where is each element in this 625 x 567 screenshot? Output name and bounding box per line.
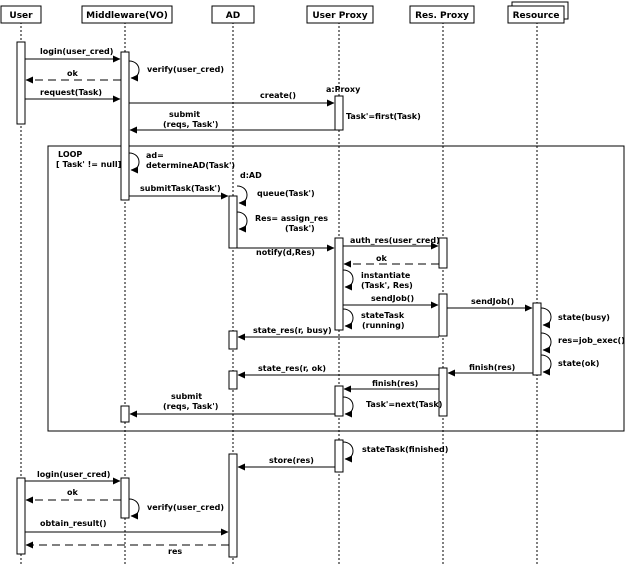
participant-resource: Resource	[507, 1, 569, 24]
label-verify-1: verify(user_cred)	[147, 65, 224, 74]
self-call-job-exec	[540, 332, 552, 354]
self-call-state-ok	[540, 354, 552, 376]
label-state-task-b: (running)	[362, 321, 405, 330]
label-send-job-1: sendJob()	[371, 294, 414, 303]
activation-user-proxy-3	[334, 385, 344, 417]
activation-res-proxy-1	[438, 237, 448, 269]
label-determine-a: ad=	[146, 151, 164, 160]
self-call-state-busy	[540, 307, 552, 329]
label-determine-b: determineAD(Task')	[146, 161, 235, 170]
activation-middleware-3	[120, 477, 130, 519]
participant-resource-label: Resource	[513, 11, 560, 21]
self-call-queue	[236, 185, 248, 207]
label-queue: queue(Task')	[257, 189, 315, 198]
participant-ad: AD	[211, 5, 255, 24]
label-ok-1: ok	[67, 69, 78, 78]
self-call-instantiate	[342, 269, 354, 291]
label-finish-1: finish(res)	[469, 363, 515, 372]
activation-ad-4	[228, 453, 238, 558]
label-state-res-busy: state_res(r, busy)	[253, 326, 332, 335]
instance-proxy-label: a:Proxy	[326, 85, 361, 94]
instance-ad-label: d:AD	[240, 171, 262, 180]
activation-res-proxy-2	[438, 293, 448, 337]
label-instantiate-a: instantiate	[361, 271, 411, 280]
activation-user-2	[16, 477, 26, 555]
label-submit-1b: (reqs, Task')	[163, 120, 218, 129]
label-send-job-2: sendJob()	[471, 297, 514, 306]
label-ok-2: ok	[376, 254, 387, 263]
activation-user-proxy-1	[334, 95, 344, 131]
label-login-2: login(user_cred)	[37, 470, 110, 479]
label-login-1: login(user_cred)	[40, 47, 113, 56]
activation-ad-3	[228, 370, 238, 390]
activation-user-proxy-4	[334, 439, 344, 473]
participant-user-label: User	[9, 11, 33, 21]
label-state-busy: state(busy)	[558, 313, 610, 322]
label-verify-2: verify(user_cred)	[147, 503, 224, 512]
loop-keyword: LOOP	[58, 150, 82, 159]
label-state-task-finished: stateTask(finished)	[362, 445, 448, 454]
participant-user: User	[0, 5, 42, 24]
activation-ad-2	[228, 330, 238, 350]
label-submit-2a: submit	[171, 392, 202, 401]
self-call-verify-1	[128, 60, 140, 82]
label-submit-1a: submit	[169, 110, 200, 119]
participant-middleware: Middleware(VO)	[81, 5, 173, 24]
label-submit-2b: (reqs, Task')	[163, 402, 218, 411]
label-submit-task: submitTask(Task')	[140, 184, 221, 193]
activation-user-1	[16, 41, 26, 125]
activation-middleware-2	[120, 405, 130, 423]
loop-guard: [ Task' != null]	[56, 160, 121, 169]
self-call-assign-res	[236, 211, 248, 233]
label-state-ok: state(ok)	[558, 359, 599, 368]
self-call-task-next	[342, 396, 354, 418]
activation-user-proxy-2	[334, 237, 344, 331]
label-assign-a: Res= assign_res	[255, 214, 328, 223]
participant-ad-label: AD	[226, 11, 240, 21]
participant-middleware-label: Middleware(VO)	[86, 11, 168, 21]
loop-frame	[47, 145, 625, 432]
participant-user-proxy: User Proxy	[306, 5, 374, 24]
label-assign-b: (Task')	[285, 224, 315, 233]
label-ok-3: ok	[67, 488, 78, 497]
label-task-next: Task'=next(Task)	[366, 400, 442, 409]
participant-user-proxy-label: User Proxy	[312, 11, 367, 21]
activation-ad-1	[228, 195, 238, 249]
label-notify: notify(d,Res)	[256, 248, 315, 257]
self-call-state-task-finished	[342, 441, 354, 463]
activation-res-proxy-3	[438, 367, 448, 417]
self-call-verify-2	[128, 498, 140, 520]
label-store: store(res)	[269, 456, 314, 465]
participant-res-proxy-label: Res. Proxy	[415, 11, 469, 21]
label-finish-2: finish(res)	[372, 379, 418, 388]
self-call-state-task-running	[342, 308, 354, 330]
label-state-res-ok: state_res(r, ok)	[258, 364, 326, 373]
participant-res-proxy: Res. Proxy	[409, 5, 475, 24]
label-instantiate-b: (Task', Res)	[361, 281, 413, 290]
label-job-exec: res=job_exec()	[558, 336, 625, 345]
label-task-first: Task'=first(Task)	[346, 112, 421, 121]
activation-middleware-1	[120, 51, 130, 201]
self-call-determine-ad	[128, 152, 140, 174]
label-create: create()	[260, 91, 296, 100]
label-auth-res: auth_res(user_cred)	[350, 236, 440, 245]
label-res: res	[168, 547, 182, 556]
label-obtain-result: obtain_result()	[40, 519, 107, 528]
label-state-task-a: stateTask	[361, 311, 405, 320]
activation-resource-1	[532, 302, 542, 376]
label-request: request(Task)	[40, 88, 102, 97]
